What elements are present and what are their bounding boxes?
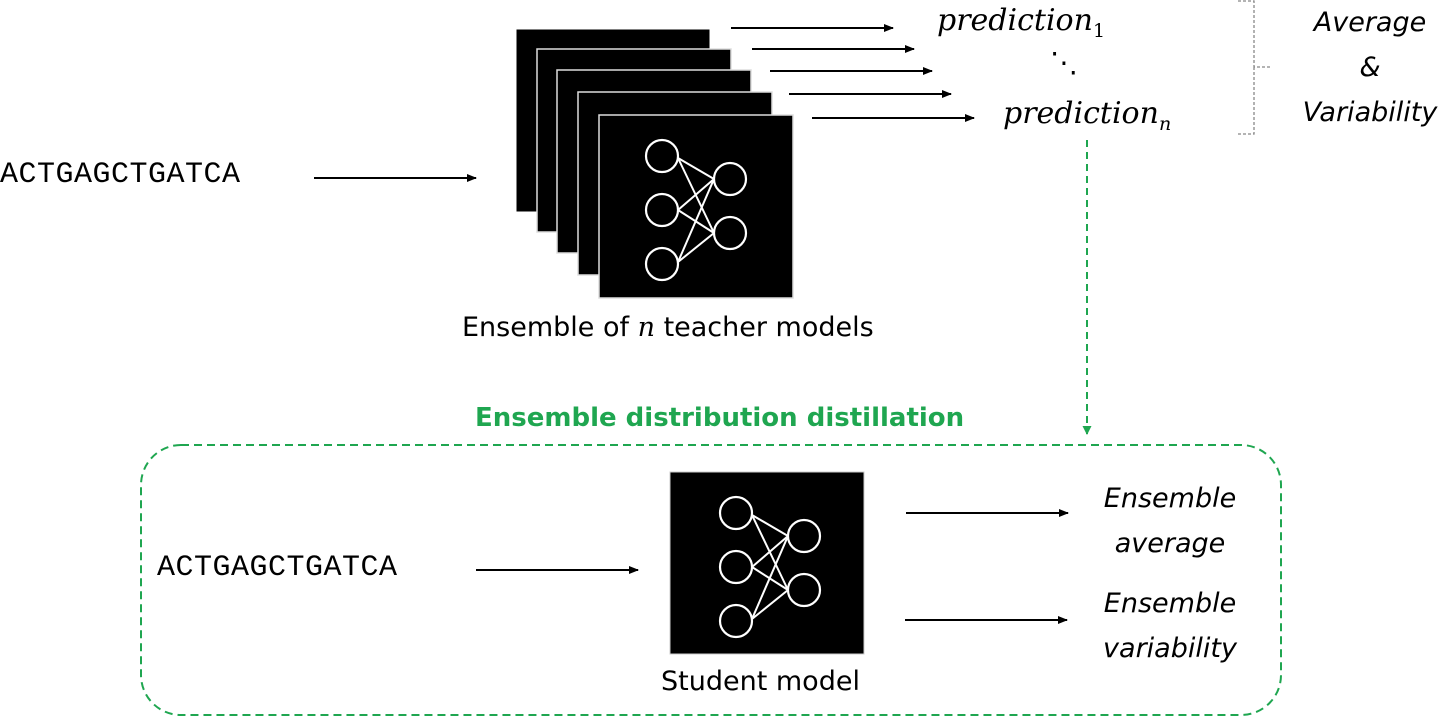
- prediction-first-subscript: 1: [1092, 20, 1106, 42]
- summary-line: Average: [1313, 7, 1427, 38]
- prediction-last: predictionn: [1003, 96, 1171, 135]
- teacher-model-stack: [515, 28, 794, 299]
- output-line: Ensemble: [1103, 483, 1237, 514]
- teacher-models-caption: Ensemble of n teacher models: [462, 312, 874, 343]
- output-line: variability: [1103, 633, 1237, 664]
- teacher-input-sequence: ACTGAGCTGATCA: [0, 158, 241, 192]
- prediction-first: prediction1: [937, 3, 1105, 42]
- output-line: average: [1114, 528, 1226, 559]
- prediction-ellipsis: ⋱: [1050, 46, 1078, 79]
- prediction-last-base: prediction: [1003, 96, 1159, 131]
- output-ensemble-average: Ensemble average: [1090, 476, 1250, 566]
- student-model-caption: Student model: [661, 666, 860, 697]
- output-ensemble-variability: Ensemble variability: [1090, 581, 1250, 671]
- student-input-sequence: ACTGAGCTGATCA: [157, 551, 398, 585]
- output-line: Ensemble: [1103, 588, 1237, 619]
- caption-suffix: teacher models: [654, 312, 874, 343]
- student-model-box: [669, 471, 865, 655]
- distillation-box: [140, 444, 1282, 716]
- distillation-title: Ensemble distribution distillation: [475, 403, 965, 433]
- prediction-first-base: prediction: [937, 3, 1093, 38]
- prediction-last-subscript: n: [1158, 113, 1172, 135]
- teacher-model-card: [598, 114, 794, 299]
- prediction-arrows: [731, 24, 975, 122]
- brace-bracket: [1238, 0, 1270, 135]
- caption-variable: n: [637, 312, 655, 343]
- average-variability-summary: Average & Variability: [1290, 0, 1450, 135]
- summary-line: Variability: [1302, 97, 1438, 128]
- summary-line: &: [1359, 52, 1381, 83]
- caption-prefix: Ensemble of: [462, 312, 638, 343]
